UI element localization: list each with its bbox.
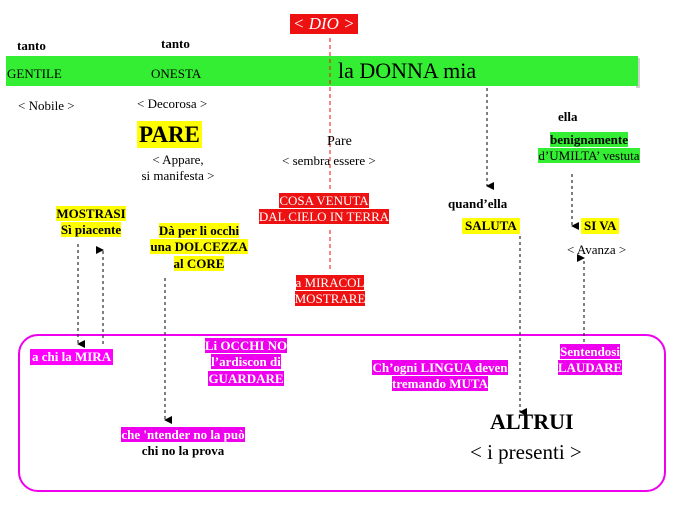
tanto-label-2: tanto — [161, 36, 190, 51]
altrui-frame — [18, 334, 666, 492]
mostrasi-line-1: MOSTRASI — [56, 206, 126, 221]
appare-label: < Appare, si manifesta > — [128, 152, 228, 185]
altrui-label: ALTRUI — [490, 409, 574, 434]
nobile-label: < Nobile > — [18, 98, 75, 113]
avanza-label: < Avanza > — [567, 242, 627, 257]
ntender-line-2: chi no la prova — [141, 443, 225, 459]
miracol-line-2: MOSTRARE — [294, 291, 366, 307]
occhi-line-2: l’ardiscon di — [211, 354, 281, 370]
benignamente-line-1: benignamente — [550, 132, 628, 147]
occhi-line-3: GUARDARE — [208, 370, 284, 386]
donna-band — [6, 56, 638, 86]
decorosa-label: < Decorosa > — [137, 96, 208, 111]
onesta-label: ONESTA — [151, 66, 202, 81]
benignamente-box: benignamente d’UMILTA’ vestuta — [520, 132, 658, 165]
quandella-label: quand’ella — [448, 196, 508, 211]
lingua-box: Ch’ogni LINGUA deven tremando MUTA — [350, 360, 530, 393]
tanto-label-1: tanto — [17, 38, 46, 53]
mostrasi-line-2: Sì piacente — [60, 222, 122, 238]
appare-line-1: < Appare, — [152, 152, 204, 167]
pare-big-label: PARE — [137, 121, 202, 148]
achi-label: a chi la MIRA — [30, 349, 114, 365]
cosa-line-2: DAL CIELO IN TERRA — [258, 209, 390, 225]
dolcezza-line-1: Dà per li occhi — [158, 223, 240, 238]
lingua-line-1: Ch’ogni LINGUA deven — [372, 360, 508, 375]
band-shadow — [636, 58, 640, 88]
dolcezza-line-2: una DOLCEZZA — [150, 239, 248, 255]
donna-label: la DONNA mia — [338, 58, 477, 83]
gentile-label: GENTILE — [7, 66, 62, 81]
ntender-box: che 'ntender no la può chi no la prova — [103, 427, 263, 460]
cosa-line-1: COSA VENUTA — [279, 193, 369, 208]
saluta-label: SALUTA — [462, 218, 520, 234]
occhi-line-1: Li OCCHI NO — [204, 338, 288, 353]
presenti-label: < i presenti > — [470, 440, 582, 464]
siva-label: SI VA — [581, 218, 620, 234]
sembra-label: < sembra essere > — [282, 153, 376, 168]
sentendosi-line-1: Sentendosi — [560, 344, 620, 359]
dolcezza-line-3: al CORE — [173, 255, 225, 271]
cosa-venuta-box: COSA VENUTA DAL CIELO IN TERRA — [252, 193, 396, 226]
sentendosi-box: Sentendosi LAUDARE — [545, 344, 635, 377]
ntender-line-1: che 'ntender no la può — [121, 427, 245, 442]
dolcezza-box: Dà per li occhi una DOLCEZZA al CORE — [137, 223, 261, 272]
lingua-line-2: tremando MUTA — [392, 376, 488, 392]
sentendosi-line-2: LAUDARE — [557, 360, 623, 376]
miracol-box: a MIRACOL MOSTRARE — [280, 275, 380, 308]
mostrasi-box: MOSTRASI Sì piacente — [46, 206, 136, 239]
miracol-line-1: a MIRACOL — [295, 275, 365, 290]
benignamente-line-2: d’UMILTA’ vestuta — [538, 148, 640, 164]
ella-label: ella — [558, 109, 578, 124]
pare-small-label: Pare — [327, 134, 352, 149]
dio-label: < DIO > — [290, 14, 358, 34]
appare-line-2: si manifesta > — [141, 168, 215, 184]
occhi-box: Li OCCHI NO l’ardiscon di GUARDARE — [188, 338, 304, 387]
